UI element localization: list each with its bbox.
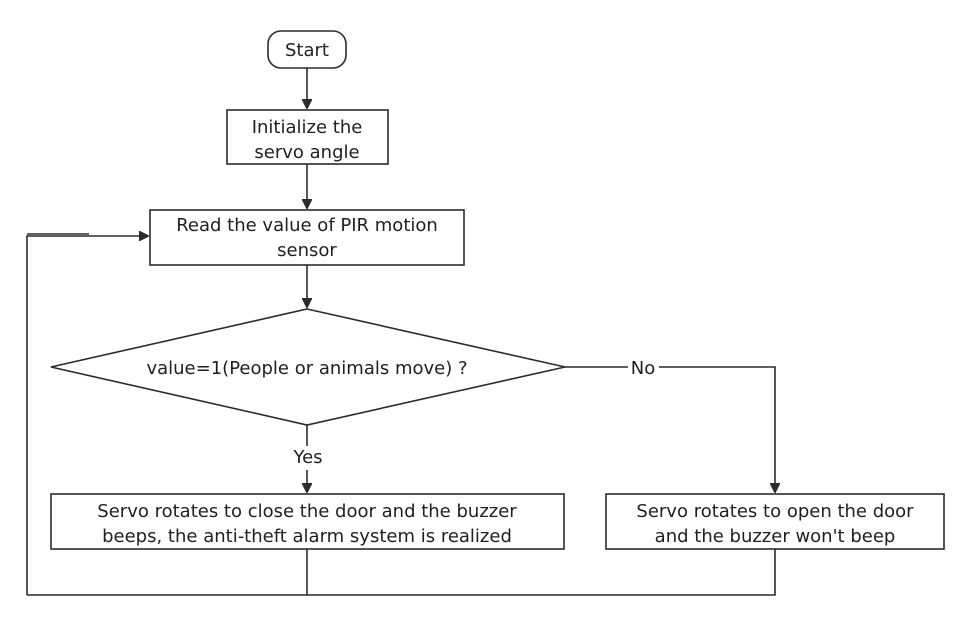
- loop-from-open-door: [27, 549, 776, 596]
- open-door-label-line-1: Servo rotates to open the door: [636, 501, 914, 522]
- decision-node: value=1(People or animals move) ?: [50, 308, 566, 426]
- init-label-line-2: servo angle: [254, 142, 359, 163]
- close-door-label-line-1: Servo rotates to close the door and the …: [97, 501, 517, 522]
- yes-label: Yes: [292, 447, 322, 468]
- read-node: Read the value of PIR motion sensor: [149, 209, 465, 266]
- no-arrow-right: [659, 366, 775, 492]
- start-label: Start: [285, 40, 329, 61]
- read-label-line-1: Read the value of PIR motion: [176, 215, 438, 236]
- open-door-node: Servo rotates to open the door and the b…: [605, 493, 945, 550]
- loop-left-return: [26, 235, 89, 595]
- read-label-line-2: sensor: [277, 240, 337, 261]
- init-node: Initialize the servo angle: [226, 109, 389, 165]
- open-door-label-line-2: and the buzzer won't beep: [655, 526, 896, 547]
- no-label: No: [631, 358, 655, 379]
- close-door-label-line-2: beeps, the anti-theft alarm system is re…: [102, 526, 512, 547]
- start-node: Start: [267, 30, 347, 69]
- close-door-node: Servo rotates to close the door and the …: [50, 493, 565, 550]
- decision-label: value=1(People or animals move) ?: [146, 358, 467, 379]
- init-label-line-1: Initialize the: [252, 117, 363, 138]
